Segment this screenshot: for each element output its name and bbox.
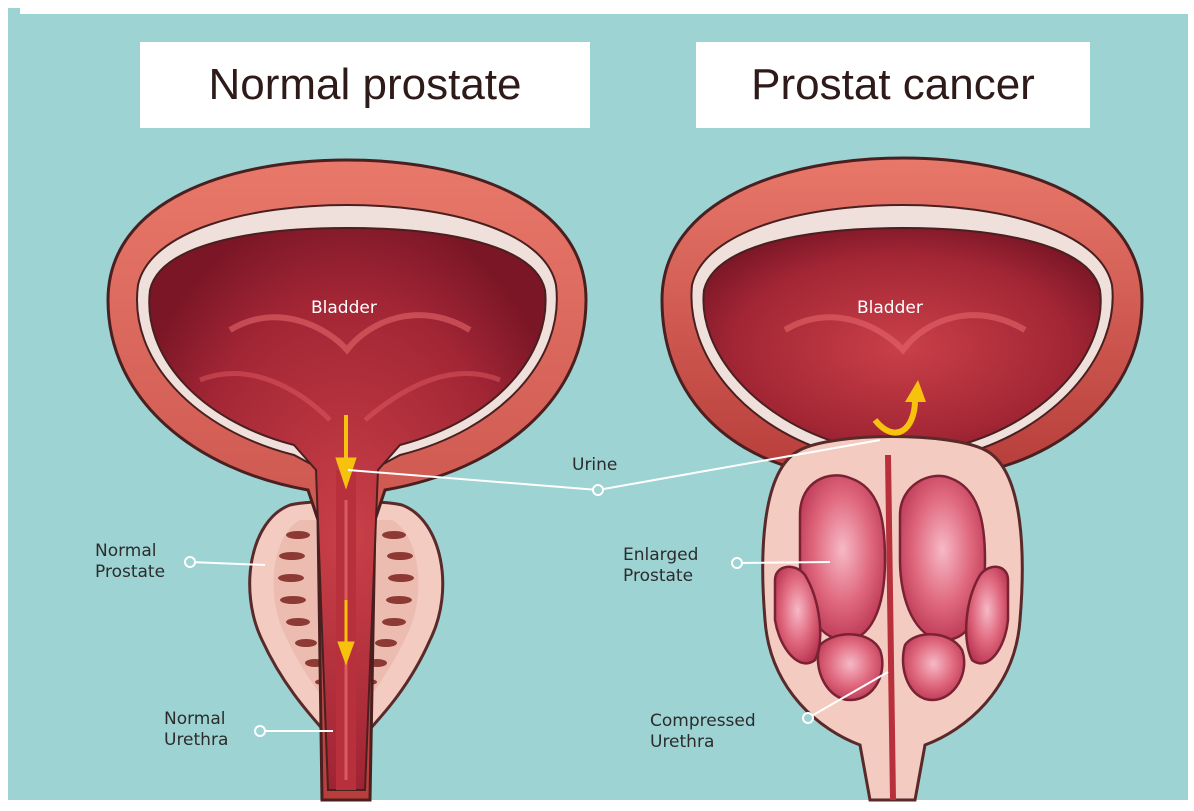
label-normal-prostate: Normal Prostate [95, 541, 165, 583]
cancer-bladder-group [662, 158, 1142, 800]
label-compressed-urethra: Compressed Urethra [650, 711, 756, 753]
label-enlarged-prostate: Enlarged Prostate [623, 545, 698, 587]
label-normal-urethra: Normal Urethra [164, 709, 228, 751]
normal-bladder-group [108, 160, 586, 800]
label-bladder-normal: Bladder [311, 298, 377, 319]
label-bladder-cancer: Bladder [857, 298, 923, 319]
label-urine: Urine [572, 455, 617, 476]
